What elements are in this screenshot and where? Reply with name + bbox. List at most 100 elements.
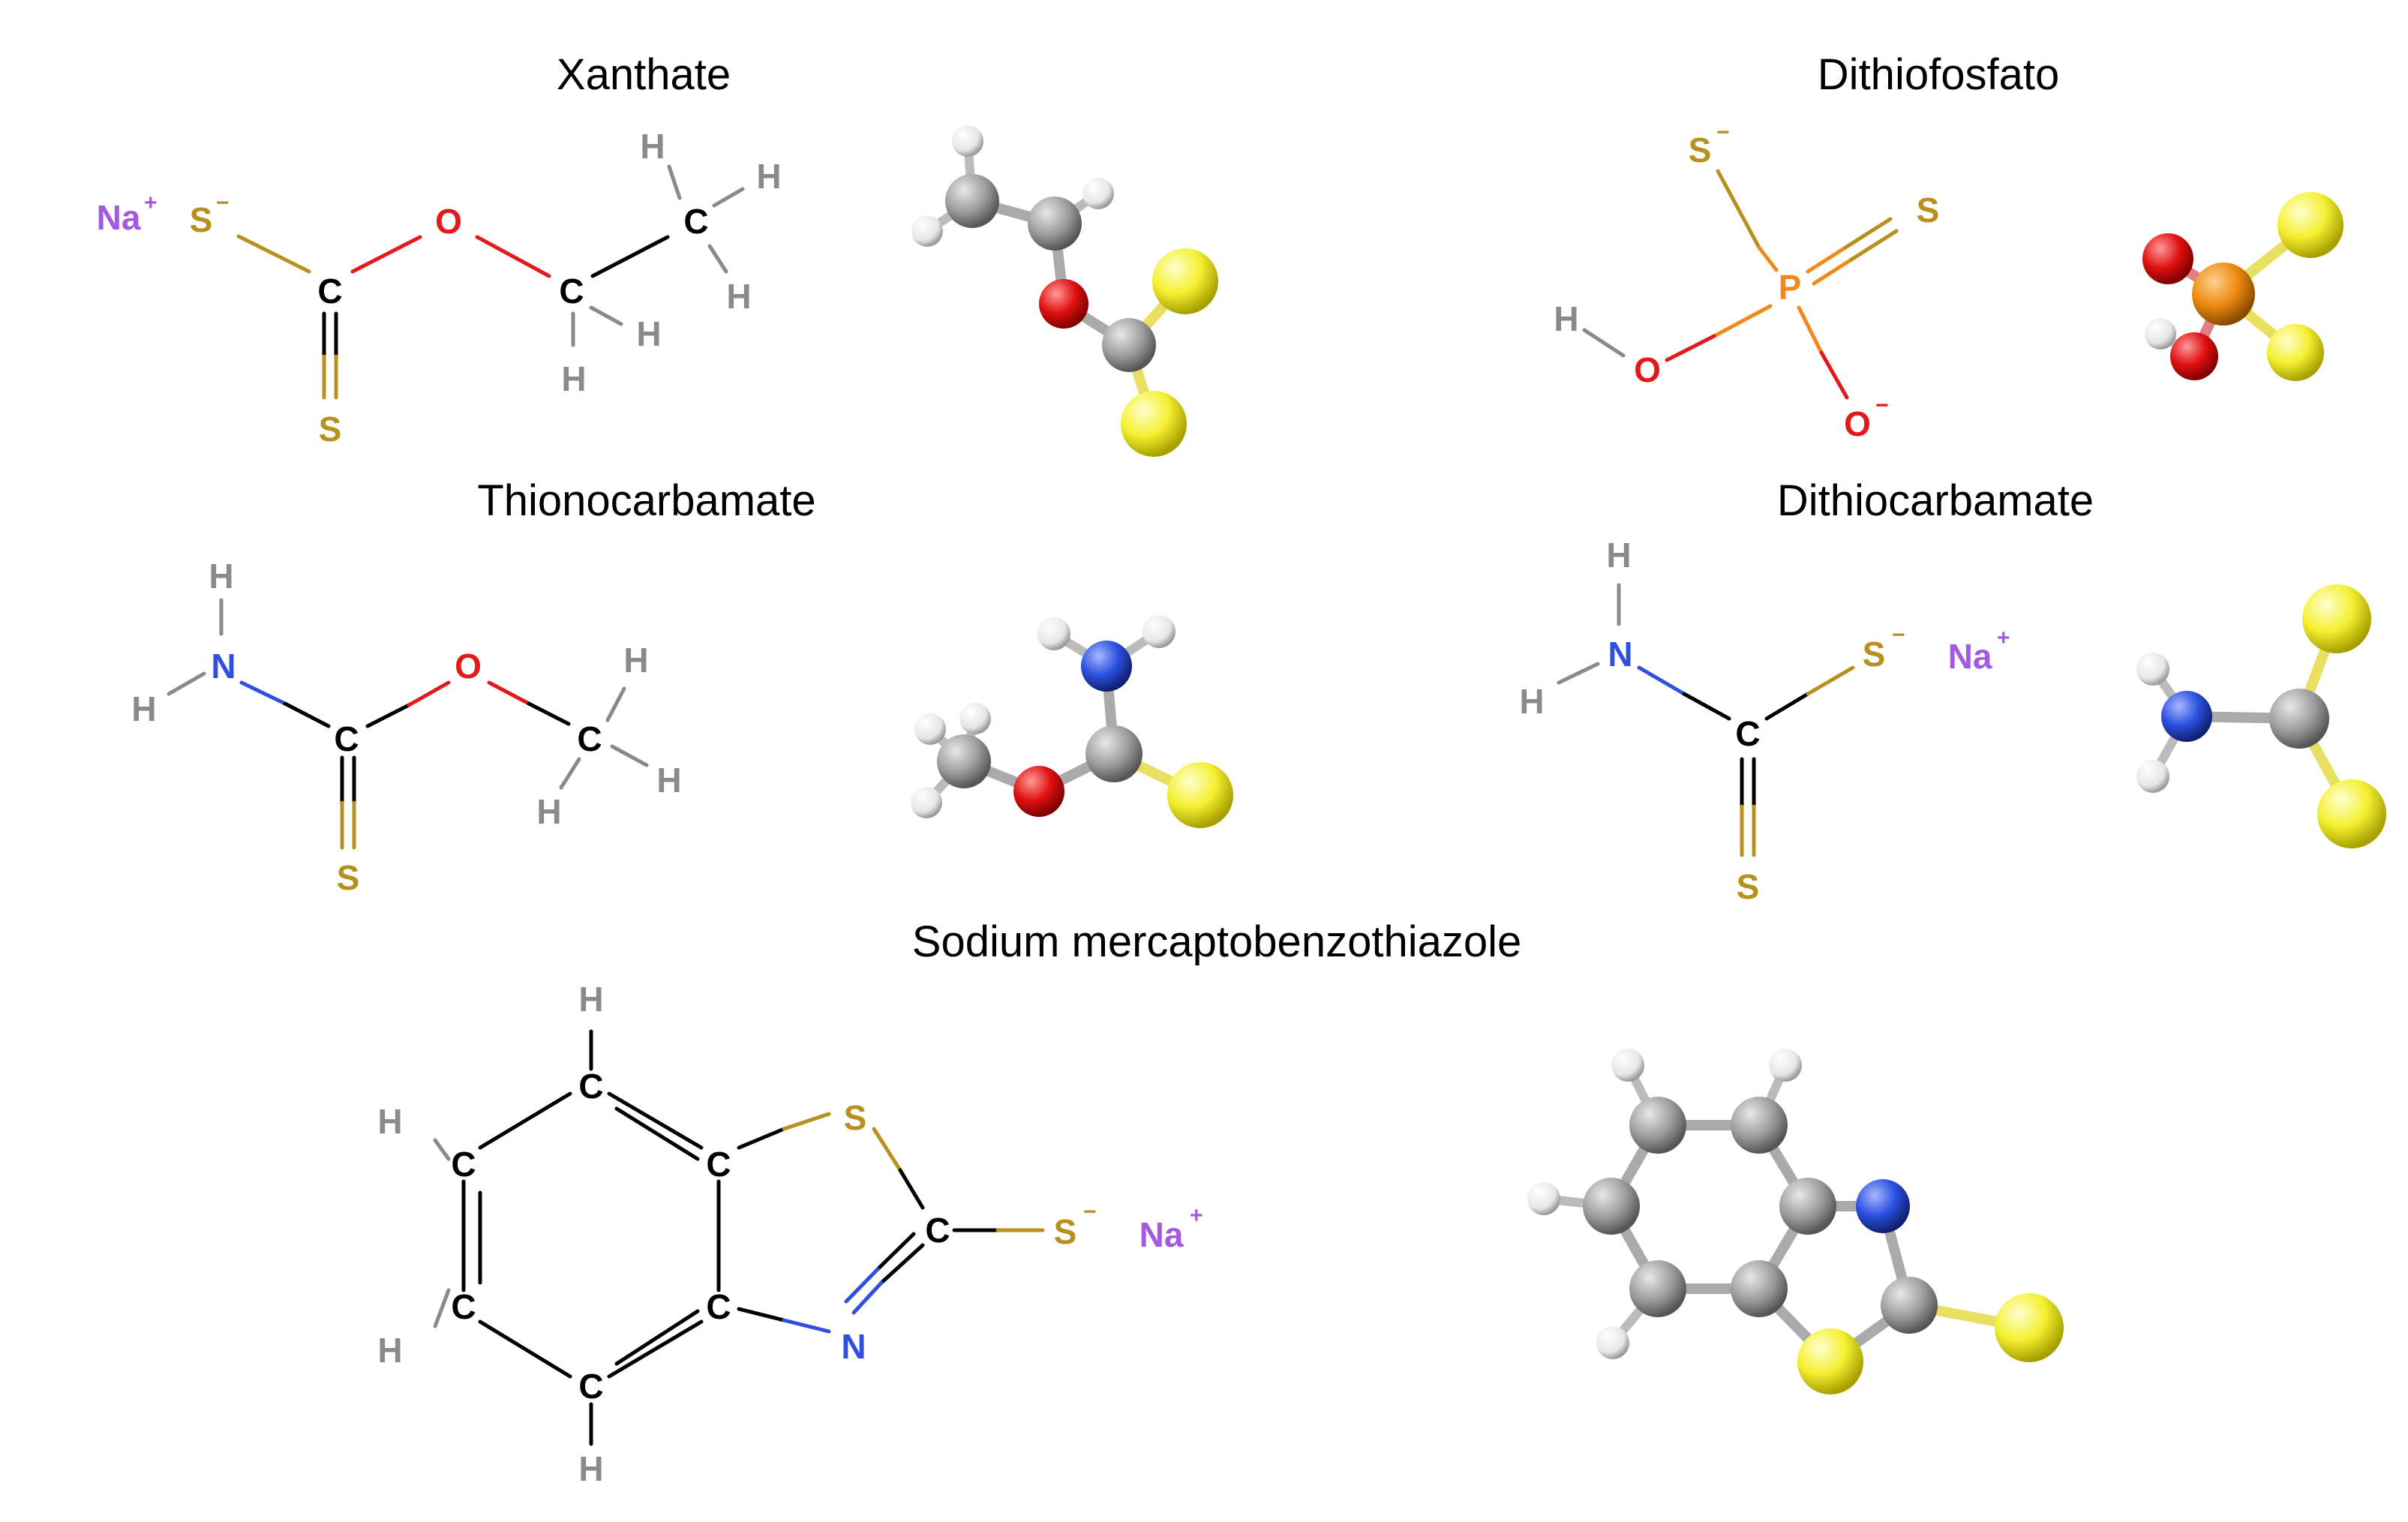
tc-n-label: N [211,647,236,686]
mbt-ball-c5 [1731,1260,1788,1317]
dithiofosfato-model [2142,192,2343,381]
tc-h2-label: H [131,689,156,728]
dtc-h1-label: H [1606,536,1631,575]
dtc-ball-c [2269,689,2329,749]
dtc-s-label: S [1737,867,1760,906]
dtp-ball-p [2192,263,2255,326]
mbt-c4-label: C [578,1367,603,1406]
dtp-s-minus-label: S [1689,131,1712,170]
xanthate-na-label: Na [97,198,141,237]
dtp-ball-o2 [2170,332,2218,380]
mbt-c3-label: C [706,1287,731,1326]
dtp-ball-o1 [2142,233,2193,284]
dithiofosfato-atoms: S − P S O H O − [1554,120,1939,443]
tc-ball-h2 [1142,615,1175,648]
dtc-s-minus-label: S [1863,635,1886,674]
xanthate-c1-label: C [317,272,342,311]
mbt-c2-label: C [706,1145,731,1184]
mbt-ball-h2 [1769,1049,1802,1082]
title-mbt: Sodium mercaptobenzothiazole [911,917,1522,966]
tc-h5-label: H [536,792,561,831]
title-xanthate: Xanthate [556,50,731,99]
mbt-ball-n [1856,1179,1910,1233]
mbt-atoms: H C C C C C C H H H S C N S − Na + [377,980,1202,1488]
xanthate-c2-label: C [559,272,584,311]
mbt-na-label: Na [1139,1215,1184,1254]
mbt-h3-label: H [377,1331,402,1370]
xanthate-ball-s2 [1121,391,1187,457]
tc-ball-h5 [911,787,942,818]
xanthate-s-charge: − [216,191,230,215]
dtc-ball-s2 [2317,779,2386,848]
mbt-s-charge: − [1083,1199,1097,1224]
tc-ball-h3 [914,713,946,745]
mbt-ball-s-ring [1797,1328,1863,1394]
title-dithiocarbamate: Dithiocarbamate [1776,476,2094,525]
dtp-s-charge: − [1716,120,1730,145]
xanthate-na-charge: + [144,191,158,215]
xanthate-s-minus-label: S [190,200,213,239]
title-thionocarbamate: Thionocarbamate [477,476,816,525]
dtp-p-label: P [1779,268,1802,307]
thionocarbamate-structure [167,598,649,850]
mbt-na-charge: + [1190,1203,1203,1228]
xanthate-h1-label: H [640,127,665,166]
tc-ball-h1 [1037,617,1070,650]
dithiocarbamate-model [2136,584,2386,848]
tc-ball-n [1081,641,1132,692]
mbt-model [1527,1049,2064,1394]
mbt-h4-label: H [578,1449,603,1488]
dtp-ball-s1 [2277,192,2343,258]
xanthate-h5-label: H [561,359,586,398]
mbt-ball-h1 [1611,1049,1644,1082]
dtp-h-label: H [1554,299,1578,338]
tc-ball-o [1013,766,1064,817]
mbt-c6-label: C [451,1145,476,1184]
xanthate-ball-h3 [1082,178,1114,209]
dtc-ball-n [2161,691,2212,742]
mbt-s-minus-label: S [1054,1212,1077,1251]
mbt-ball-c2 [1731,1097,1788,1154]
tc-c1-label: C [334,719,359,758]
dtp-o-label: O [1634,350,1661,389]
mbt-h2-label: H [377,1102,402,1141]
tc-h1-label: H [209,557,233,596]
xanthate-ball-c2 [1028,197,1082,251]
xanthate-ball-s1 [1152,248,1218,314]
dtp-s-label: S [1917,191,1940,230]
dtc-s-charge: − [1892,623,1905,647]
mbt-c5-label: C [451,1287,476,1326]
mbt-ball-c7 [1881,1277,1938,1334]
tc-o-label: O [455,647,482,686]
xanthate-h3-label: H [726,277,751,316]
dtc-ball-h2 [2136,760,2169,793]
dithiocarbamate-atoms: H N H C S − Na + S [1519,536,2010,906]
mbt-structure [433,1029,1045,1446]
mbt-s-ring-label: S [844,1098,867,1137]
mbt-ball-h4 [1596,1326,1629,1359]
mbt-ball-s-exo [1995,1293,2064,1362]
dtc-c-label: C [1735,714,1760,753]
xanthate-c3-label: C [683,202,708,241]
dtc-na-label: Na [1948,637,1992,676]
mbt-ball-c4 [1629,1260,1686,1317]
xanthate-h4-label: H [636,314,661,353]
xanthate-atoms: Na + S − C O C C S H H H H H [97,127,782,449]
mbt-ball-h3 [1527,1182,1560,1215]
xanthate-h2-label: H [756,157,781,196]
thionocarbamate-model [911,615,1233,828]
xanthate-ball-h1 [952,125,983,157]
tc-c2-label: C [577,719,602,758]
tc-h3-label: H [623,641,648,680]
thionocarbamate-atoms: H N H C O C H H H S [131,557,681,897]
dtc-ball-h1 [2136,653,2169,686]
tc-s-label: S [337,858,360,897]
mbt-c1-label: C [578,1067,603,1106]
dtp-o-charge: − [1875,393,1889,418]
dtp-o-minus-label: O [1844,404,1871,443]
mbt-h1-label: H [578,980,603,1019]
xanthate-o-label: O [435,202,462,241]
mbt-c7-label: C [925,1211,950,1250]
dtp-ball-s2 [2267,324,2324,381]
xanthate-ball-c3 [1102,318,1156,372]
